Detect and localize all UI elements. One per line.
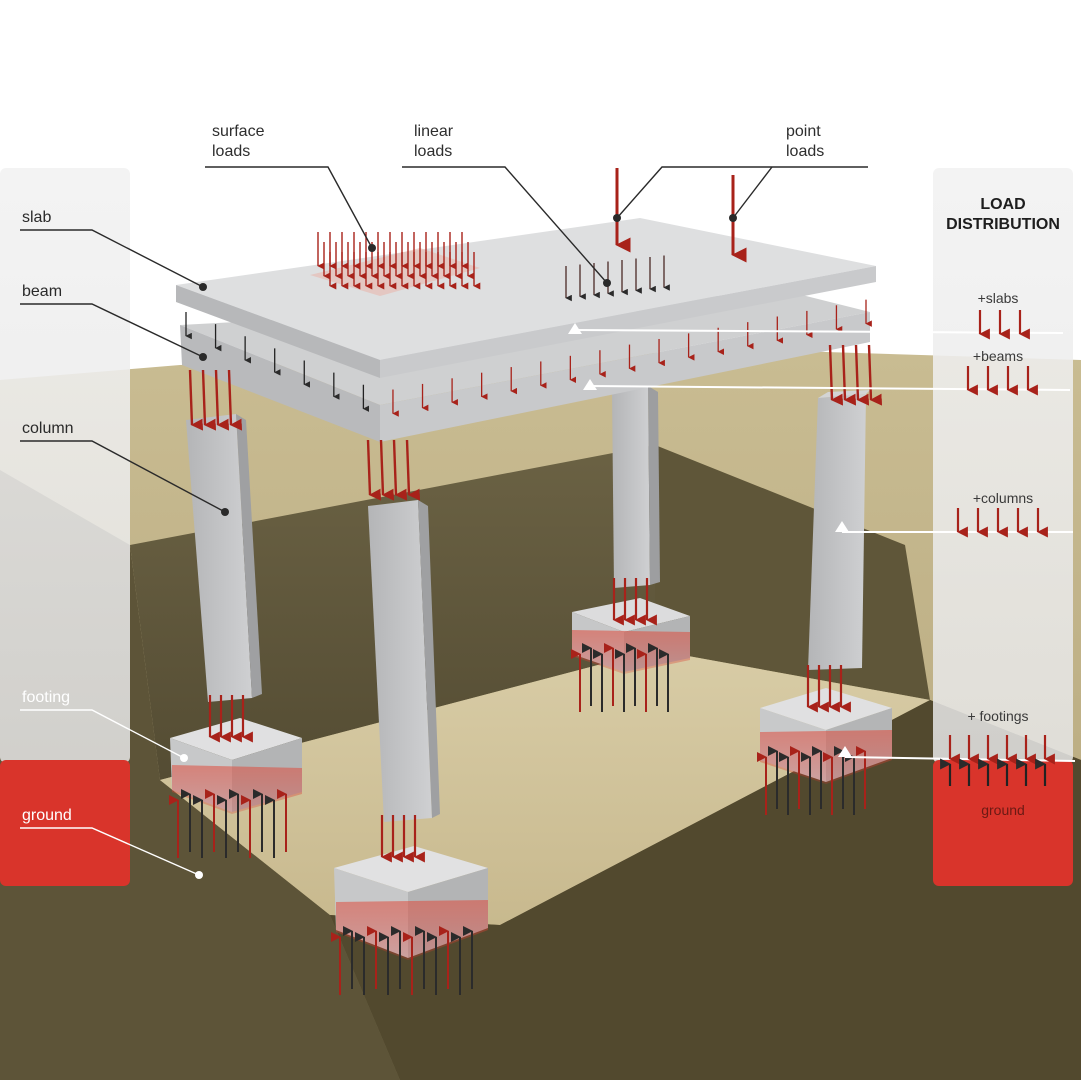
surface-loads-line1: surface — [212, 123, 265, 140]
point-loads-leader-dot — [613, 214, 621, 222]
column-leader — [20, 440, 226, 513]
linear-loads-line2: loads — [414, 143, 453, 160]
column-load-arrow — [214, 369, 230, 431]
panel-title-line2: DISTRIBUTION — [946, 216, 1060, 233]
ground-leader — [20, 827, 200, 876]
linear-loads-line1: linear — [414, 123, 454, 140]
back-column-left — [612, 386, 660, 588]
slab-leader — [20, 229, 204, 288]
slabs-pointer-head — [568, 323, 582, 334]
column-load-arrow — [841, 344, 857, 406]
slab-label: slab — [22, 209, 52, 226]
column-load-arrow — [227, 369, 243, 431]
left-label-panel — [0, 168, 130, 886]
column-load-arrow — [867, 344, 883, 406]
ground-leader-dot — [195, 871, 203, 879]
point-loads-line2: loads — [786, 143, 825, 160]
column-load-arrow — [854, 344, 870, 406]
surface-loads-leader — [205, 166, 373, 249]
column-label: column — [22, 420, 74, 437]
column-load-arrow — [392, 439, 408, 501]
slab — [176, 218, 876, 378]
linear-loads-label: linear loads — [414, 122, 453, 162]
column-front — [368, 500, 440, 822]
column-load-arrow — [366, 439, 382, 501]
surface-loads-leader-dot — [368, 244, 376, 252]
panel-ground-label: ground — [981, 802, 1025, 818]
beam-leader — [20, 303, 204, 358]
slab-leader-dot — [199, 283, 207, 291]
ground-label: ground — [22, 807, 72, 824]
reaction-arrows — [169, 643, 866, 995]
site-ground — [0, 350, 1081, 1080]
point-loads-leader-2 — [732, 166, 773, 219]
surface-loads-label: surface loads — [212, 122, 264, 162]
footing-leader — [20, 709, 185, 759]
footing-leader-dot — [180, 754, 188, 762]
column-load-arrow — [201, 369, 217, 431]
footing-label: footing — [22, 689, 71, 706]
linear-loads-leader-dot — [603, 279, 611, 287]
footings-pointer-head — [838, 746, 852, 757]
load-arrows — [185, 168, 883, 863]
panel-arrows — [940, 310, 1055, 786]
surface-loads-line2: loads — [212, 143, 251, 160]
point-loads-leader-dot-2 — [729, 214, 737, 222]
column-load-arrow — [405, 439, 421, 501]
point-loads-label: point loads — [786, 122, 824, 162]
point-loads-leader — [616, 166, 868, 219]
linear-loads-leader — [402, 166, 608, 284]
beam-leader-dot — [199, 353, 207, 361]
columns-pointer-head — [835, 521, 849, 532]
column-leader-dot — [221, 508, 229, 516]
column-left — [186, 414, 262, 702]
column-load-arrow — [379, 439, 395, 501]
beam-label: beam — [22, 283, 63, 300]
panel-slabs-label: +slabs — [977, 290, 1019, 306]
panel-footings-label: + footings — [967, 708, 1029, 724]
beams-pointer-head — [583, 379, 597, 390]
column-load-arrow — [828, 344, 844, 406]
right-distribution-panel — [933, 168, 1073, 886]
panel-title-line1: LOAD — [980, 196, 1026, 213]
panel-columns-label: +columns — [972, 490, 1034, 506]
column-load-arrow — [188, 369, 204, 431]
panel-beams-label: +beams — [972, 348, 1024, 364]
point-loads-line1: point — [786, 123, 821, 140]
